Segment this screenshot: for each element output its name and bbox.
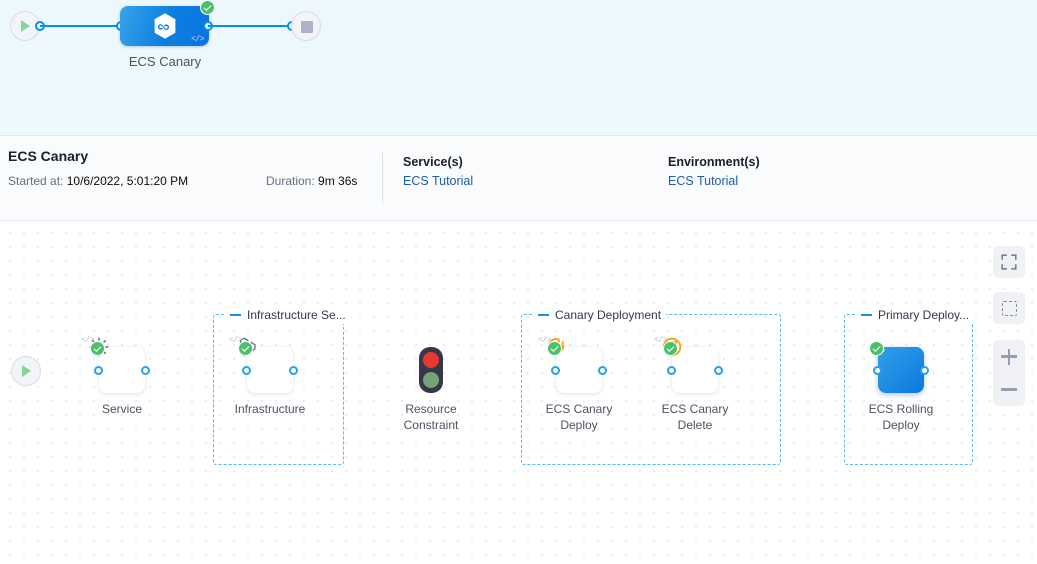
services-column: Service(s) ECS Tutorial: [403, 155, 473, 188]
stage-label: ECS Canary Deploy: [524, 401, 634, 433]
stage-label-line1: Resource: [405, 402, 457, 416]
fullscreen-icon: [1001, 254, 1017, 270]
node-port-right: [920, 365, 929, 375]
selection-box-icon: [1001, 300, 1017, 316]
node-port-left: [551, 365, 560, 375]
node-port-right: [289, 365, 298, 375]
node-box: [878, 347, 924, 393]
node-port-left: [667, 365, 676, 375]
pipeline-node-ecs-canary[interactable]: </>: [120, 0, 215, 46]
stage-label: Resource Constraint: [376, 401, 486, 433]
duration: Duration: 9m 36s: [266, 174, 357, 188]
collapse-dash-icon[interactable]: [861, 314, 872, 316]
zoom-controls[interactable]: [993, 340, 1025, 406]
services-label: Service(s): [403, 155, 463, 169]
collapse-dash-icon[interactable]: [230, 314, 241, 316]
node-port-left: [873, 365, 882, 375]
node-port-right: [141, 365, 150, 375]
stage-label-line1: ECS Canary: [545, 402, 613, 416]
stage-label-line2: Constraint: [403, 418, 459, 432]
stage-label-line1: ECS Canary: [661, 402, 729, 416]
started-at: Started at: 10/6/2022, 5:01:20 PM: [8, 174, 188, 188]
code-badge: </>: [860, 336, 873, 345]
started-at-label: Started at:: [8, 174, 64, 188]
started-at-value: 10/6/2022, 5:01:20 PM: [66, 174, 189, 188]
group-infrastructure-section[interactable]: Infrastructure Se...: [213, 306, 351, 465]
pipeline-stop-node[interactable]: [291, 11, 321, 41]
plus-icon: [1001, 348, 1017, 365]
page-title: ECS Canary: [8, 148, 89, 164]
traffic-light-red: [423, 352, 439, 368]
stage-label: Infrastructure: [234, 402, 306, 416]
code-badge: </>: [538, 336, 551, 345]
node-port-right: [714, 365, 723, 375]
zoom-out-button[interactable]: [993, 373, 1025, 406]
group-primary-deployment[interactable]: Primary Deploy...: [844, 306, 975, 465]
edge-pipeline-to-stop: [208, 25, 292, 27]
node-port-left: [242, 365, 251, 375]
stage-label-line1: ECS Rolling: [868, 402, 934, 416]
status-success-icon: [90, 341, 105, 356]
services-link[interactable]: ECS Tutorial: [403, 174, 474, 188]
stage-label: ECS Rolling Deploy: [846, 401, 956, 433]
minus-icon: [1001, 388, 1017, 391]
collapse-dash-icon[interactable]: [538, 314, 549, 316]
stage-label-line2: Deploy: [560, 418, 598, 432]
status-success-icon: [663, 341, 678, 356]
group-label: Canary Deployment: [533, 306, 667, 324]
duration-value: 9m 36s: [318, 174, 358, 188]
pipeline-overview-banner: </> ECS Canary: [0, 0, 1037, 136]
group-label: Primary Deploy...: [856, 306, 975, 324]
stop-icon: [301, 21, 313, 33]
play-icon: [21, 20, 30, 32]
status-success-icon: [238, 341, 253, 356]
node-port-right: [598, 365, 607, 375]
group-label: Infrastructure Se...: [225, 306, 351, 324]
selection-button[interactable]: [993, 292, 1025, 324]
duration-label: Duration:: [266, 174, 315, 188]
code-badge: </>: [654, 336, 667, 345]
fullscreen-button[interactable]: [993, 246, 1025, 278]
environments-column: Environment(s) ECS Tutorial: [668, 155, 760, 188]
stage-label: ECS Canary Delete: [640, 401, 750, 433]
execution-details-bar: ECS Canary Started at: 10/6/2022, 5:01:2…: [0, 137, 1037, 221]
stage-label-line2: Deploy: [882, 418, 920, 432]
code-badge: </>: [191, 35, 204, 44]
divider: [382, 153, 383, 203]
group-label-text: Canary Deployment: [555, 308, 662, 322]
traffic-light-green: [423, 372, 439, 388]
pipeline-node-label: ECS Canary: [128, 54, 202, 69]
node-port-left: [94, 365, 103, 375]
traffic-light-icon: [419, 347, 443, 393]
node-box: [556, 347, 602, 393]
environments-link[interactable]: ECS Tutorial: [668, 174, 739, 188]
group-canary-deployment[interactable]: Canary Deployment: [521, 306, 781, 465]
edge-start-to-pipeline: [40, 25, 121, 27]
node-box: [672, 347, 718, 393]
zoom-in-button[interactable]: [993, 340, 1025, 373]
status-success-icon: [869, 341, 884, 356]
code-badge: </>: [81, 336, 94, 345]
status-success-icon: [547, 341, 562, 356]
stage-label-line2: Delete: [677, 418, 713, 432]
harness-logo-icon: [154, 13, 175, 39]
canvas-start-node[interactable]: [11, 356, 41, 386]
status-success-icon: [200, 0, 215, 15]
group-label-text: Primary Deploy...: [878, 308, 970, 322]
environments-label: Environment(s): [668, 155, 760, 169]
node-box: [247, 347, 293, 393]
play-icon: [22, 365, 31, 377]
pipeline-graph-canvas[interactable]: Infrastructure Se... Canary Deployment P…: [0, 222, 1037, 564]
stage-label: Service: [101, 402, 142, 416]
code-badge: </>: [229, 336, 242, 345]
group-label-text: Infrastructure Se...: [247, 308, 346, 322]
node-box: [99, 347, 145, 393]
